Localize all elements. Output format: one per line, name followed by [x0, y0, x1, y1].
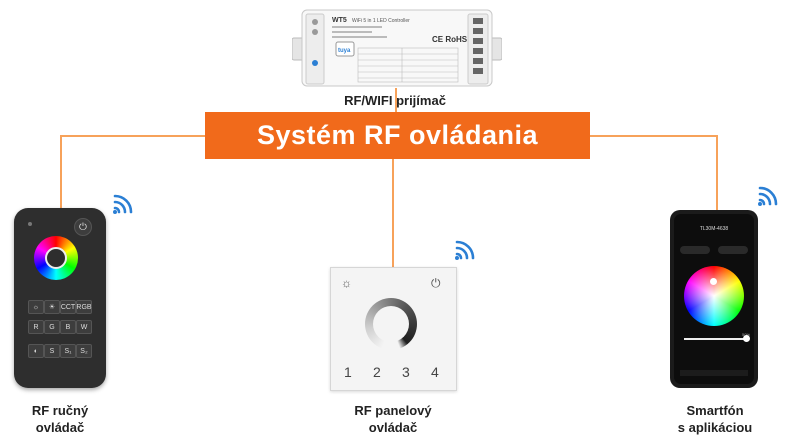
- wifi-icon: [758, 186, 778, 206]
- color-wheel-icon: [684, 266, 744, 326]
- wifi-icon: [113, 194, 133, 214]
- connector-left-h: [60, 135, 205, 137]
- remote-button: G: [44, 320, 60, 334]
- zone-label: 4: [431, 364, 439, 380]
- zone-label: 3: [402, 364, 410, 380]
- indicator-dot: [28, 222, 32, 226]
- phone-label-line1: Smartfón: [686, 403, 744, 418]
- zone-label: 1: [344, 364, 352, 380]
- remote-button: CCT: [60, 300, 76, 314]
- brightness-slider: [684, 338, 746, 340]
- power-icon: ⏻: [431, 276, 441, 290]
- receiver-model: WT5: [332, 17, 347, 24]
- remote-button: ☀: [44, 300, 60, 314]
- tuya-logo: tuya: [338, 48, 351, 54]
- app-title: TL30M-4638: [699, 226, 729, 232]
- rf-hand-remote: ⏻ ☼ ☀ CCT RGB R G B W ◐ S S₁ S₂: [14, 208, 106, 388]
- panel-label-line2: ovládač: [368, 420, 418, 435]
- wifi-icon: [455, 240, 475, 260]
- connector-right-h: [590, 135, 717, 137]
- phone-screen: TL30M-4638 50%: [674, 214, 754, 384]
- remote-button: S₁: [60, 344, 76, 358]
- remote-button: S: [44, 344, 60, 358]
- connector-top: [395, 88, 397, 112]
- zone-label: 2: [373, 364, 381, 380]
- remote-button: ☼: [28, 300, 44, 314]
- receiver-label: RF/WIFI prijímač: [344, 93, 446, 108]
- remote-button: R: [28, 320, 44, 334]
- receiver-subtitle: WiFi 5 in 1 LED Controller: [352, 18, 410, 24]
- remote-label-line1: RF ručný: [31, 403, 89, 418]
- panel-label-line1: RF panelový: [354, 403, 432, 418]
- pct-label: 50%: [742, 332, 750, 337]
- connector-left-v: [60, 135, 62, 208]
- ce-rohs-marks: CE RoHS: [432, 35, 468, 44]
- brightness-icon: ☼: [341, 276, 352, 290]
- rf-wifi-receiver: WT5 WiFi 5 in 1 LED Controller tuya CE R…: [292, 9, 502, 87]
- location-pin-icon: [710, 278, 717, 285]
- connector-center: [392, 159, 394, 267]
- remote-button: B: [60, 320, 76, 334]
- smartphone: TL30M-4638 50%: [670, 210, 758, 388]
- remote-button: RGB: [76, 300, 92, 314]
- remote-label-line2: ovládač: [35, 420, 85, 435]
- remote-button: S₂: [76, 344, 92, 358]
- remote-button: W: [76, 320, 92, 334]
- connector-right-v: [716, 135, 718, 210]
- rf-wall-panel: ☼ ⏻ 1 2 3 4: [330, 267, 457, 391]
- remote-button: ◐: [28, 344, 44, 358]
- title-banner: Systém RF ovládania: [205, 112, 590, 159]
- power-icon: ⏻: [74, 218, 92, 236]
- phone-label-line2: s aplikáciou: [677, 420, 753, 435]
